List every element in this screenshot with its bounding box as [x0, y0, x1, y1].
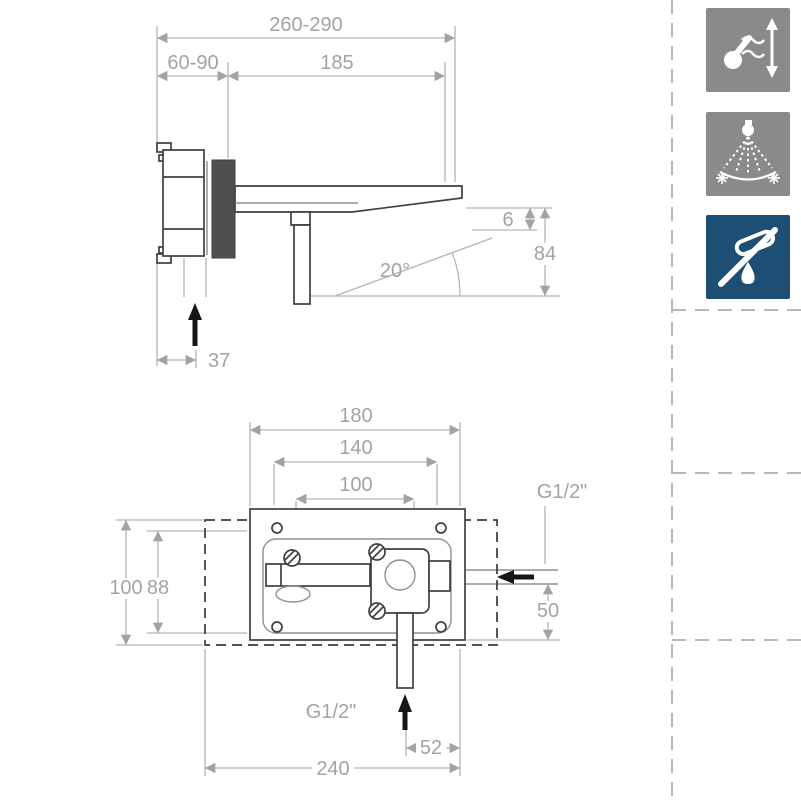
dim-label-width-range: 260-290	[269, 14, 342, 36]
adjustable-stream-icon	[706, 8, 790, 92]
spout-connection-bar	[265, 563, 371, 587]
side-flow-arrow-left	[497, 570, 534, 584]
dim-label-plate-height: 88	[147, 577, 169, 599]
bottom-flow-arrow-up	[398, 694, 412, 730]
dim-label-side-thread: G1/2"	[537, 481, 587, 503]
installation-view: 180 140 100 G1/2" 100 88 50 G1/2" 52 240	[107, 405, 587, 780]
outlet-slot	[275, 585, 311, 603]
dim-label-overall-width: 240	[316, 758, 349, 780]
inlet-flow-arrow-up	[188, 303, 202, 346]
cartridge-circle	[384, 559, 416, 591]
handle-neck	[290, 211, 311, 226]
dim-label-outlet-offset: 37	[208, 350, 230, 372]
dim-label-recess-depth: 60-90	[167, 52, 218, 74]
plate-screw-hole	[271, 621, 283, 633]
dim-label-side-offset: 50	[537, 600, 559, 622]
installation-extension-lines	[116, 422, 560, 776]
water-drop	[741, 262, 755, 284]
side-view: 260-290 60-90 185 6 84 20° 37	[156, 14, 560, 372]
dim-label-height: 84	[534, 243, 556, 265]
bottom-connection-pipe	[396, 612, 414, 689]
in-wall-body	[162, 149, 205, 257]
feature-icons	[706, 8, 790, 299]
side-view-dimension-lines	[157, 32, 551, 366]
dim-label-angle: 20°	[380, 260, 410, 282]
body-inner-outline	[262, 538, 452, 634]
dim-label-spout-projection: 185	[320, 52, 353, 74]
side-view-extension-lines	[156, 26, 560, 368]
plate-screw-hole	[271, 522, 283, 534]
plate-screw-hole	[435, 522, 447, 534]
faucet-side-drawing	[156, 142, 463, 305]
dim-label-bottom-thread: G1/2"	[306, 701, 356, 723]
dim-label-screw-spacing: 140	[339, 437, 372, 459]
fixing-screw	[368, 543, 386, 561]
concealed-body-drawing	[204, 508, 498, 689]
installation-labels: 180 140 100 G1/2" 100 88 50 G1/2" 52 240	[107, 405, 587, 780]
fixing-screw	[368, 602, 386, 620]
spout	[234, 185, 463, 213]
handle-lever	[293, 224, 311, 305]
side-view-labels: 260-290 60-90 185 6 84 20° 37	[167, 14, 560, 372]
snowflake-symbol	[716, 172, 728, 184]
fixing-screw	[283, 549, 301, 567]
spray-pattern-icon	[706, 112, 790, 196]
dim-label-bottom-offset: 52	[420, 737, 442, 759]
plate-screw-hole	[435, 621, 447, 633]
no-flow-restriction-icon	[706, 215, 790, 299]
dim-label-plate-width: 180	[339, 405, 372, 427]
prohibition-slash	[718, 227, 778, 287]
dim-label-port-spacing: 100	[339, 474, 372, 496]
wall-escutcheon	[211, 159, 236, 259]
dim-label-tip-drop: 6	[502, 209, 513, 231]
side-port-block	[428, 560, 451, 592]
dim-label-recess-height: 100	[109, 577, 142, 599]
snowflake-symbol	[768, 172, 780, 184]
page-dividers	[671, 0, 801, 801]
